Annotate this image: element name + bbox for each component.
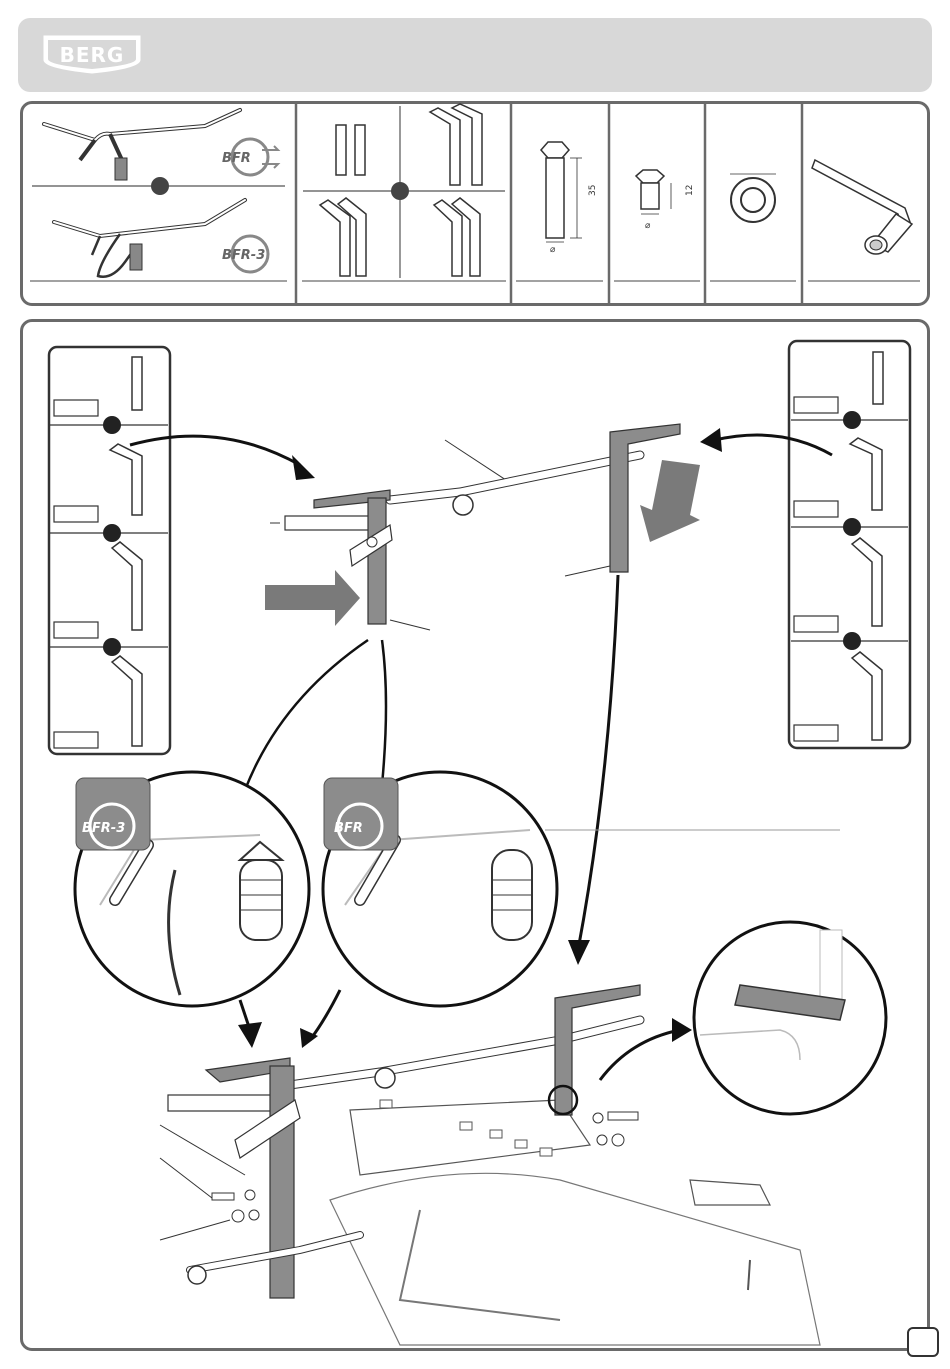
svg-text:BFR-3: BFR-3 [82, 821, 125, 836]
svg-text:BFR: BFR [334, 821, 363, 836]
left-bracket-options [49, 347, 170, 754]
magnify-circle-icon: BFR-3 [75, 772, 309, 1006]
page-number-box [907, 1327, 939, 1357]
exploded-top-view [265, 424, 700, 630]
magnify-circle-icon: BFR [323, 772, 557, 1006]
right-bracket-options [789, 341, 910, 748]
magnify-circle-icon [694, 922, 886, 1114]
